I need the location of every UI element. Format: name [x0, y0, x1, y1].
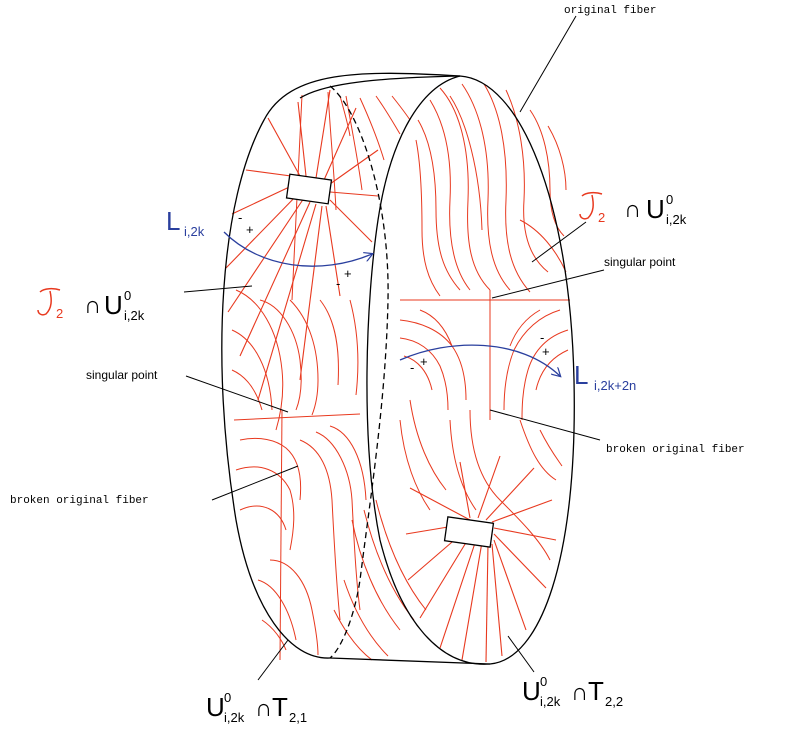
band-outline [222, 73, 574, 664]
F-right-U: U [646, 194, 665, 224]
F-left-cap: ∩ [84, 292, 101, 319]
svg-text:0: 0 [540, 674, 547, 689]
label-L-right: L [574, 360, 588, 390]
svg-text:T: T [588, 676, 604, 706]
svg-text:∩: ∩ [571, 679, 588, 706]
left-rect-radial-lines [226, 90, 378, 400]
svg-text:+: + [420, 354, 428, 369]
svg-text:+: + [542, 344, 550, 359]
svg-text:2,1: 2,1 [289, 710, 307, 725]
svg-text:-: - [540, 330, 544, 345]
right-face-flow-lines [400, 84, 570, 560]
F-left-sub: 2 [56, 306, 63, 321]
right-ring-outline [367, 76, 574, 664]
svg-text:U: U [206, 692, 225, 722]
label-F2-cap-U-right: 2 ∩ U 0 i,2k [580, 192, 687, 227]
inner-face-hatching-bottom [334, 500, 426, 660]
svg-text:∩: ∩ [255, 695, 272, 722]
F-right-sub: 2 [598, 210, 605, 225]
svg-text:+: + [344, 266, 352, 281]
left-singular-rectangle [287, 174, 332, 204]
svg-text:+: + [246, 222, 254, 237]
left-face-flow-lines [232, 92, 410, 660]
svg-text:i,2k: i,2k [224, 710, 245, 725]
label-singular-point-right: singular point [604, 255, 676, 269]
F-right-sub2: i,2k [666, 212, 687, 227]
F-left-sup: 0 [124, 288, 131, 303]
svg-text:0: 0 [224, 690, 231, 705]
label-singular-point-left: singular point [86, 368, 158, 382]
svg-text:U: U [522, 676, 541, 706]
F-left-U: U [104, 290, 123, 320]
pointer-lines [184, 16, 604, 680]
arrow-L-left [224, 232, 372, 266]
foliation-curves [226, 84, 570, 662]
label-broken-fiber-left: broken original fiber [10, 495, 149, 507]
label-F2-cap-U-left: 2 ∩ U 0 i,2k [38, 288, 145, 323]
svg-text:i,2k: i,2k [540, 694, 561, 709]
label-original-fiber: original fiber [564, 5, 656, 17]
sign-markers: - + - + - + - + [238, 210, 550, 375]
svg-text:2,2: 2,2 [605, 694, 623, 709]
label-L-left-sub: i,2k [184, 224, 205, 239]
label-broken-fiber-right: broken original fiber [606, 444, 745, 456]
F-left-sub2: i,2k [124, 308, 145, 323]
svg-text:-: - [238, 210, 242, 225]
label-L-right-sub: i,2k+2n [594, 378, 636, 393]
svg-text:T: T [272, 692, 288, 722]
label-U-cap-T-22: U 0 i,2k ∩ T 2,2 [522, 674, 623, 709]
F-right-cap: ∩ [624, 196, 641, 223]
label-L-left: L [166, 206, 180, 236]
label-U-cap-T-21: U 0 i,2k ∩ T 2,1 [206, 690, 307, 725]
svg-text:-: - [410, 360, 414, 375]
bottom-edge [330, 658, 490, 664]
svg-text:-: - [336, 276, 340, 291]
F-right-sup: 0 [666, 192, 673, 207]
